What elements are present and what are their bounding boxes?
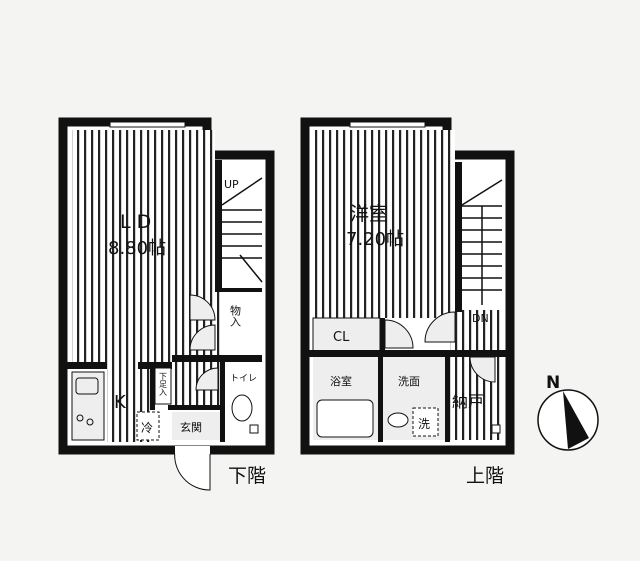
entrance-label: 玄関 bbox=[180, 420, 202, 434]
storage-closet bbox=[222, 292, 262, 355]
bath-label: 浴室 bbox=[330, 374, 352, 388]
washroom-label: 洗面 bbox=[398, 375, 420, 388]
toilet-door[interactable] bbox=[195, 367, 219, 391]
upper-floor-title: 上階 bbox=[466, 465, 504, 487]
front-door[interactable] bbox=[174, 449, 211, 491]
down-label: DN bbox=[472, 312, 489, 325]
entrance bbox=[172, 412, 220, 440]
lower-floor-plan bbox=[58, 117, 275, 491]
storage-door[interactable] bbox=[189, 294, 216, 321]
shoe-storage-label: 下足入 bbox=[159, 372, 168, 396]
room-size: 7.20帖 bbox=[346, 229, 404, 250]
bathtub bbox=[316, 399, 374, 438]
closet bbox=[312, 317, 381, 353]
storeroom-label: 納戸 bbox=[452, 392, 484, 411]
fridge-space bbox=[136, 411, 160, 441]
washer-space bbox=[412, 407, 439, 437]
north-label: N bbox=[546, 373, 560, 393]
compass-icon: N bbox=[537, 373, 599, 451]
window bbox=[109, 121, 186, 128]
closet-door[interactable] bbox=[384, 319, 414, 349]
room-floor bbox=[313, 130, 455, 318]
upper-floor-plan bbox=[300, 117, 515, 455]
stairs[interactable] bbox=[222, 163, 262, 288]
window bbox=[349, 121, 426, 128]
up-label: UP bbox=[224, 178, 239, 191]
ld-label: L D bbox=[120, 211, 151, 233]
room-door[interactable] bbox=[424, 311, 456, 343]
toilet-icon bbox=[231, 394, 253, 422]
ld-size: 8.80帖 bbox=[108, 238, 166, 259]
shoe-storage bbox=[154, 367, 172, 405]
storeroom-door[interactable] bbox=[469, 356, 496, 383]
kitchen-label: K bbox=[114, 392, 127, 413]
storage-label: 物入 bbox=[229, 304, 242, 327]
sink-icon bbox=[75, 377, 99, 395]
closet-label: CL bbox=[333, 330, 350, 345]
washbasin bbox=[387, 412, 409, 428]
fridge-label: 冷 bbox=[141, 421, 153, 435]
room-label: 洋室 bbox=[350, 203, 388, 225]
washer-label: 洗 bbox=[418, 417, 430, 431]
kitchen-counter bbox=[71, 371, 105, 441]
lower-floor-title: 下階 bbox=[228, 465, 266, 487]
toilet-label: トイレ bbox=[230, 374, 257, 384]
stove-icon bbox=[76, 414, 84, 422]
